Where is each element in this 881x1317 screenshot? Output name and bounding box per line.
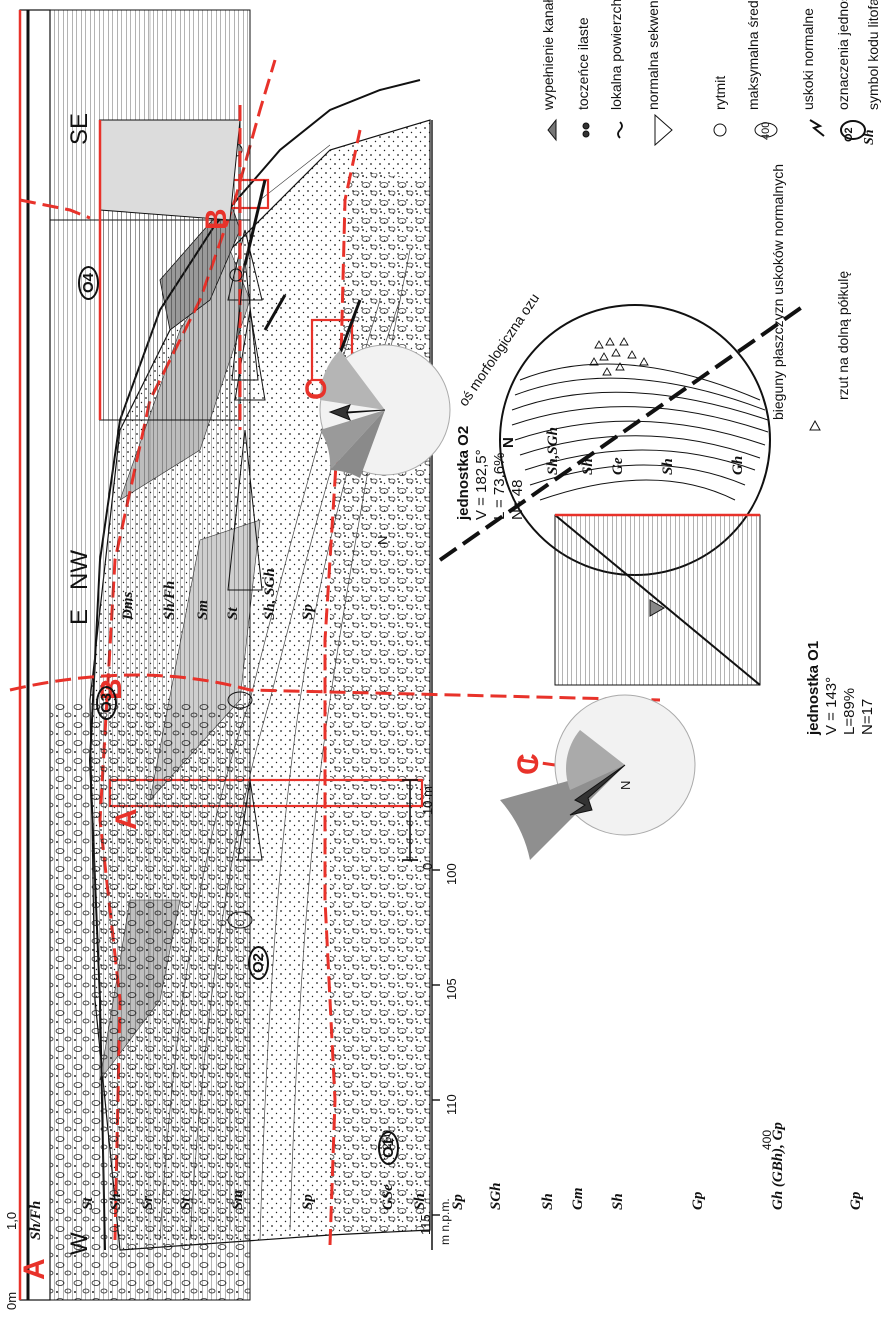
legend-label-7: uskoki normalne [800, 8, 816, 110]
rose-o1-l: L=89% [841, 688, 858, 735]
col-b-code-2: Sh/Fh [162, 581, 179, 620]
legend-label-4: normalna sekwencja uziarnienia frakcjona… [645, 0, 661, 110]
col-a-code-3: Sh [108, 1193, 125, 1210]
section-label-a: A [18, 1258, 52, 1280]
col-b-code-3: Sm [195, 600, 212, 620]
col-a-code-8: GSe [380, 1184, 397, 1210]
legend-value-sh: Sh [862, 129, 878, 145]
col-c-code-4: Sh [660, 458, 677, 475]
orientation-se: SE [66, 113, 94, 145]
col-b-code-4: St [225, 607, 242, 620]
col-a-code-5: St [178, 1197, 195, 1210]
column-a-scale-zero: 0m [4, 1292, 19, 1310]
elevation-tick-110: 110 [444, 1094, 459, 1115]
legend-label-5: rytmit [712, 76, 728, 110]
rose-o1 [500, 695, 695, 860]
stereonet-north: N [500, 437, 517, 448]
legend-label-1: wypełnienie kanału [540, 0, 556, 110]
col-a-code-12: Sh [540, 1193, 557, 1210]
unit-o1-zone [330, 170, 430, 1235]
col-a-code-1: Sh/Fh [28, 1201, 45, 1240]
col-b-code-6: Sp [300, 604, 317, 620]
column-a-scale-one: 1,0 [4, 1212, 19, 1230]
section-box-label-a: A [110, 808, 144, 830]
elevation-tick-115: 115 [418, 1214, 433, 1235]
legend-value-o2: O2 [843, 127, 855, 142]
col-a-code-11: SGh [488, 1182, 505, 1210]
rose-o2-v: V = 182,5° [473, 449, 490, 520]
orientation-w: W [66, 1232, 94, 1255]
col-a-code-14: Sh [610, 1193, 627, 1210]
unit-o2-label: O2 [248, 946, 269, 980]
col-a-code-15: Gp [690, 1192, 707, 1210]
stereonet-poles-label: bieguny płaszczyzn uskoków normalnych [770, 164, 786, 420]
rose-o2-l: L = 73,6% [491, 453, 508, 520]
legend-value-400: 400 [760, 122, 772, 140]
rose-o1-title: jednostka O1 [805, 641, 822, 735]
stereonet-projection: rzut na dolną półkulę [835, 271, 851, 400]
legend-label-9: symbol kodu litofacjanego wg Zielińskieg… [865, 0, 881, 110]
col-a-code-6: Sm [230, 1190, 247, 1210]
unit-o4-label: O4 [78, 266, 99, 300]
unit-o3-label: O3 [96, 686, 117, 720]
elevation-tick-100: 100 [444, 863, 459, 885]
col-c-code-3: Ge [610, 458, 627, 476]
legend-label-8: oznaczenia jednostek sedymentacyjnych [835, 0, 851, 110]
rose-o2-n: N= 48 [509, 480, 526, 520]
col-a-code-10: Sp [450, 1194, 467, 1210]
col-a-code-9: Sh [412, 1193, 429, 1210]
col-a-max-clast-250: 250 [380, 1130, 394, 1150]
col-b-code-1: Dms [120, 592, 137, 620]
section-box-label-c: C [300, 378, 334, 400]
section-box-label-b: B [200, 208, 234, 230]
legend-label-3: lokalna powierzchnia erozyjna [608, 0, 624, 110]
rose-o2-north: N [375, 536, 390, 545]
rose-o1-n: N=17 [859, 699, 876, 735]
rose-o1-v: V = 143° [823, 677, 840, 735]
legend-symbols [548, 115, 865, 145]
legend-label-2: toczeńce ilaste [575, 17, 591, 110]
col-c-code-5: Gh [730, 456, 747, 475]
elevation-tick-105: 105 [444, 978, 459, 1000]
col-a-code-2: St [80, 1197, 97, 1210]
scale-bar-label: 10 m [420, 786, 435, 815]
col-a-max-clast-400: 400 [760, 1130, 774, 1150]
rose-o2-title: jednostka O2 [455, 426, 472, 520]
legend-label-6: maksymalna średnica głazów w mm [745, 0, 761, 110]
col-a-code-13: Gm [570, 1188, 587, 1211]
col-c-code-2: Sh [580, 458, 597, 475]
orientation-e: E [66, 609, 94, 625]
col-a-code-17: Gp [848, 1192, 865, 1210]
col-a-code-4: Sr [140, 1196, 157, 1210]
section-label-c: C [512, 753, 546, 775]
col-c-code-1: Sh,SGh [545, 427, 562, 475]
scale-bar-zero: 0 [420, 863, 435, 870]
column-b [100, 105, 258, 430]
orientation-nw: NW [66, 550, 94, 590]
col-a-code-7: Sp [300, 1194, 317, 1210]
rose-o1-north: N [618, 781, 633, 790]
col-b-code-5: Sh, SGh [262, 568, 279, 620]
